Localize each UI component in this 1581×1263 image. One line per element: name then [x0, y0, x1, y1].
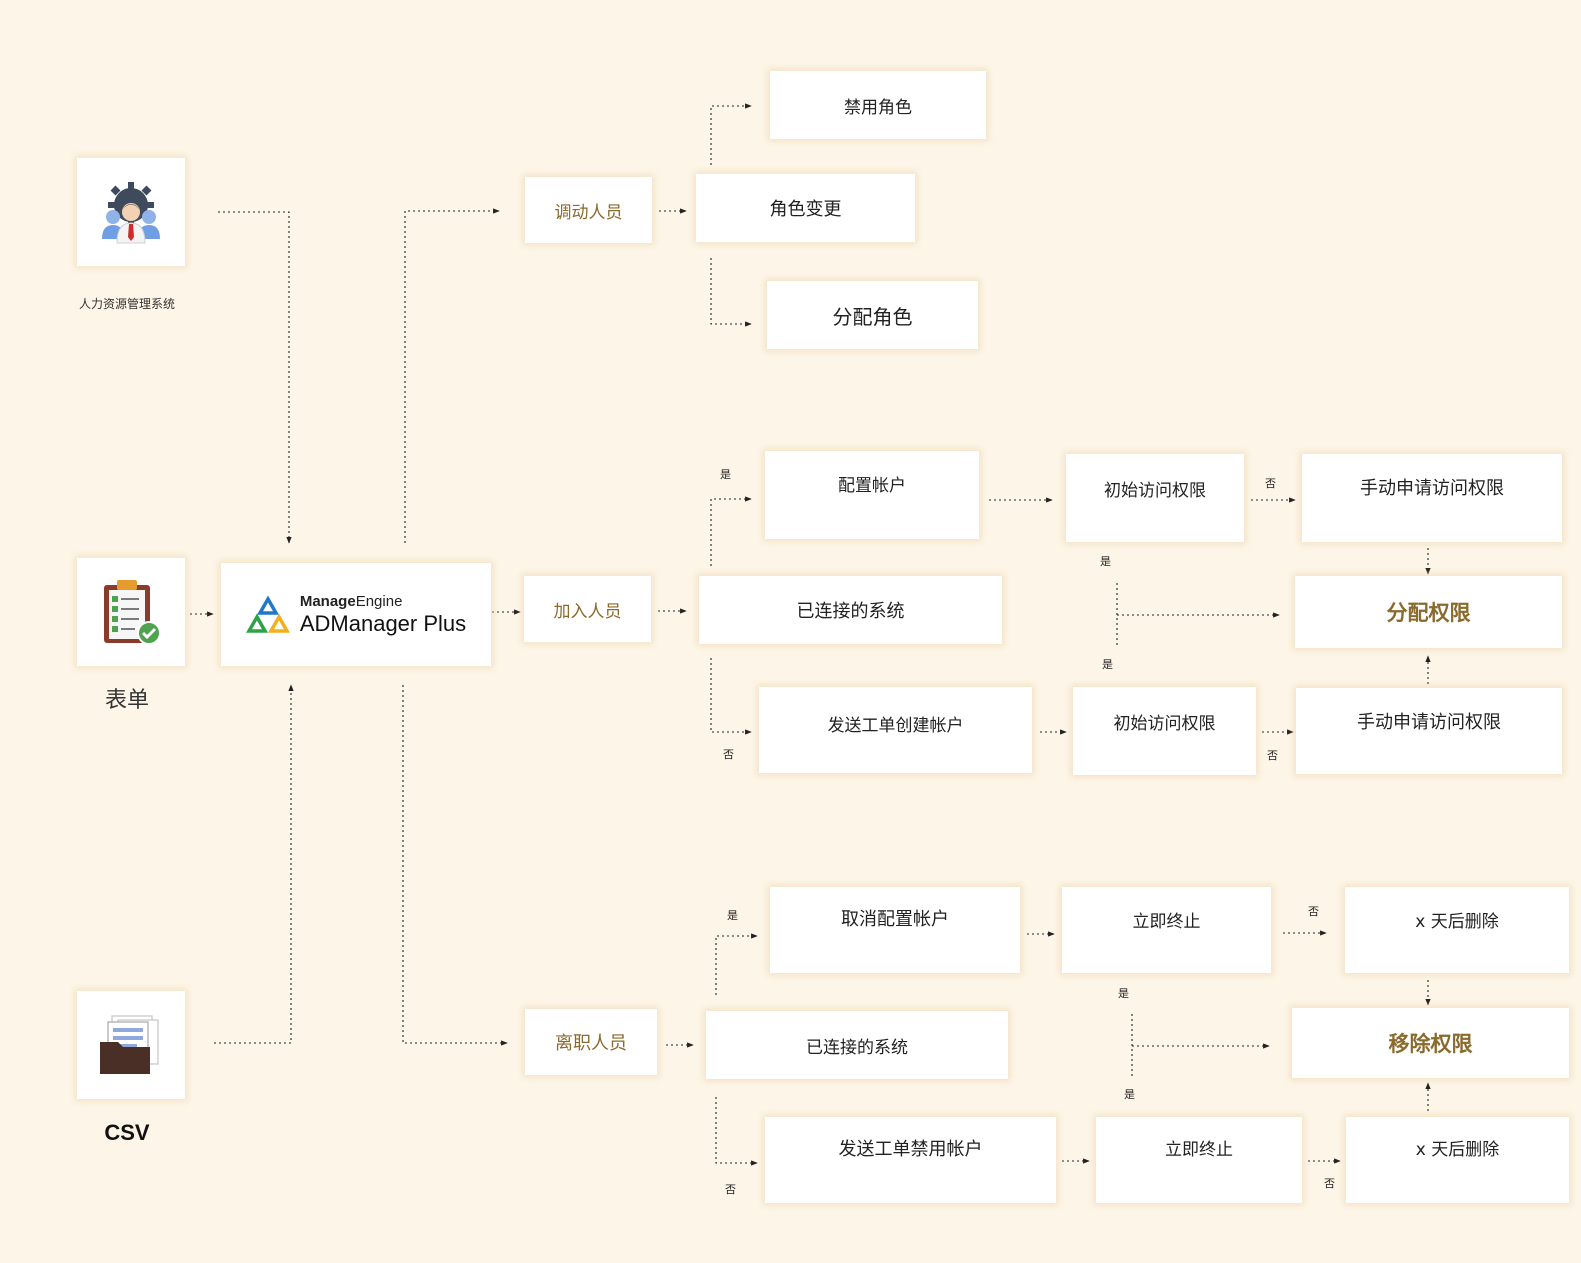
connector-connected-to-ticket-disable: [715, 1097, 758, 1166]
folder-documents-icon: [100, 1015, 159, 1074]
delete-after-node-2: x 天后删除: [1346, 1117, 1569, 1203]
send-ticket-create-node: 发送工单创建帐户: [759, 687, 1032, 773]
connector-connected-to-ticket-create: [710, 658, 752, 735]
disable-role-node: 禁用角色: [770, 71, 986, 139]
manageengine-triangles-icon: [245, 594, 290, 633]
edge-label-no: 否: [1265, 477, 1276, 490]
assign-permissions-node: 分配权限: [1295, 576, 1562, 648]
remove-permissions-node: 移除权限: [1292, 1008, 1569, 1078]
edge-label-no: 否: [725, 1183, 736, 1196]
edge-label-yes: 是: [1124, 1088, 1135, 1101]
connected-systems-node-leave: 已连接的系统: [706, 1011, 1008, 1079]
connector-connected-to-deprovision: [715, 933, 758, 995]
connector-rolechange-to-disable: [710, 103, 752, 165]
connector-admanager-to-leave: [402, 685, 508, 1046]
edge-label-yes: 是: [1118, 987, 1129, 1000]
edge-label-yes: 是: [1100, 555, 1111, 568]
edge-label-no: 否: [723, 748, 734, 761]
edge-label-no: 否: [1267, 749, 1278, 762]
manageengine-logo: ManageEngine ADManager Plus: [245, 593, 467, 636]
category-transfer: 调动人员: [525, 177, 652, 243]
category-join: 加入人员: [524, 576, 651, 642]
terminate-now-node-2: 立即终止: [1096, 1117, 1302, 1203]
assign-role-node: 分配角色: [767, 281, 978, 349]
provision-account-node: 配置帐户: [765, 451, 979, 539]
initial-access-node-1: 初始访问权限: [1066, 454, 1244, 542]
connector-hr-to-admanager: [218, 211, 292, 544]
brand-bold: Manage: [299, 593, 356, 610]
manual-request-node-2: 手动申请访问权限: [1296, 688, 1562, 774]
category-leave: 离职人员: [525, 1009, 657, 1075]
delete-after-node-1: x 天后删除: [1345, 887, 1569, 973]
form-label: 表单: [104, 688, 149, 713]
edge-label-yes: 是: [720, 468, 731, 481]
csv-label: CSV: [104, 1120, 150, 1145]
edge-label-yes: 是: [727, 909, 738, 922]
deprovision-account-node: 取消配置帐户: [770, 887, 1020, 973]
product-name: ADManager Plus: [299, 611, 467, 636]
terminate-now-node-1: 立即终止: [1062, 887, 1271, 973]
connector-csv-to-admanager: [214, 684, 294, 1044]
initial-access-node-2: 初始访问权限: [1073, 687, 1256, 775]
hr-system-label: 人力资源管理系统: [78, 297, 175, 311]
edge-label-yes: 是: [1102, 658, 1113, 671]
manual-request-node-1: 手动申请访问权限: [1302, 454, 1562, 542]
hr-gear-person-icon: [102, 182, 160, 244]
connector-admanager-to-transfer: [404, 208, 500, 543]
form-card: [77, 558, 185, 666]
admanager-plus-card: ManageEngine ADManager Plus: [221, 563, 491, 666]
edge-label-no: 否: [1324, 1177, 1335, 1190]
edge-label-no: 否: [1308, 905, 1319, 918]
csv-card: [77, 991, 185, 1099]
connector-rolechange-to-assign: [710, 258, 752, 327]
connector-connected-to-provision: [710, 496, 752, 566]
role-change-node: 角色变更: [696, 174, 915, 242]
brand-rest: Engine: [355, 593, 403, 610]
connected-systems-node-join: 已连接的系统: [699, 576, 1002, 644]
send-ticket-disable-node: 发送工单禁用帐户: [765, 1117, 1056, 1203]
clipboard-checklist-icon: [104, 580, 161, 645]
hr-system-card: [77, 158, 185, 266]
